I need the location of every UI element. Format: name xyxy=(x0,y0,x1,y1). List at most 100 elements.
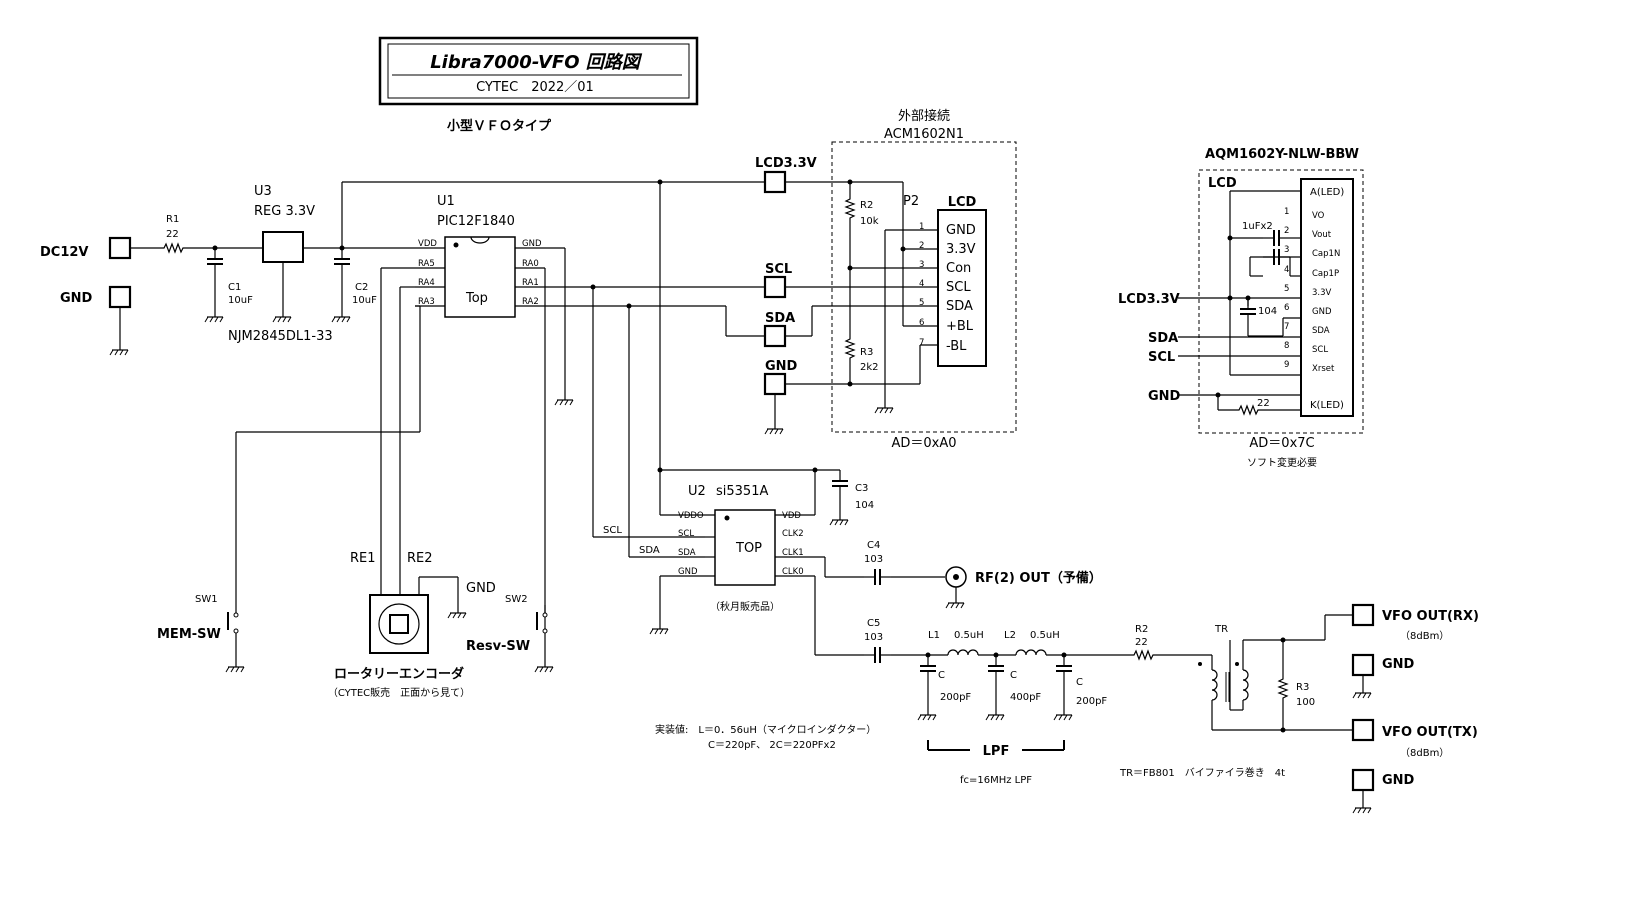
lcd1-ref: P2 xyxy=(903,194,919,209)
c2-capacitor-icon xyxy=(333,247,351,276)
ground-icon xyxy=(649,623,669,635)
u1-pin-vdd: VDD xyxy=(418,239,437,249)
l2-value: 0.5uH xyxy=(1030,630,1060,641)
gnd2-pad-connector-icon[interactable] xyxy=(1351,768,1375,792)
u1-part: PIC12F1840 xyxy=(437,214,515,229)
vfo-out-tx-level: （8dBm） xyxy=(1400,747,1449,759)
svg-text:Xrset: Xrset xyxy=(1312,364,1335,374)
u1-pin-ra5: RA5 xyxy=(418,259,435,269)
lpf-cap-a-ref: C xyxy=(938,670,945,681)
c5-capacitor-icon xyxy=(863,646,892,664)
svg-text:8: 8 xyxy=(1284,341,1289,351)
lpf-cap-b-ref: C xyxy=(1010,670,1017,681)
scl-pad-connector-icon[interactable] xyxy=(763,275,787,299)
out-r2-value: 22 xyxy=(1135,637,1148,648)
svg-text:A(LED): A(LED) xyxy=(1310,187,1344,198)
u2-scl-net: SCL xyxy=(603,525,622,536)
out-r3-ref: R3 xyxy=(1296,682,1309,693)
ground-icon xyxy=(272,311,292,323)
u2-top: TOP xyxy=(735,541,762,556)
lpf-cap-b-capacitor-icon xyxy=(987,654,1005,683)
l2-ref: L2 xyxy=(1004,630,1016,641)
svg-text:5: 5 xyxy=(1284,284,1289,294)
u2-pin-vdd: VDD xyxy=(782,511,801,521)
u1-pin-ra0: RA0 xyxy=(522,259,539,269)
sw2-switch-icon[interactable] xyxy=(536,605,548,662)
svg-text:3: 3 xyxy=(919,260,924,270)
sda-pad-connector-icon[interactable] xyxy=(763,324,787,348)
c1-capacitor-icon xyxy=(206,247,224,276)
transformer-icon xyxy=(1198,655,1249,730)
re2-ref: RE2 xyxy=(407,551,433,566)
ground-icon xyxy=(764,423,784,435)
u3-ref: U3 xyxy=(254,184,272,199)
sw1-ref: SW1 xyxy=(195,594,218,605)
u3-name: REG 3.3V xyxy=(254,204,315,219)
svg-text:5: 5 xyxy=(919,298,924,308)
u3-part: NJM2845DL1-33 xyxy=(228,329,333,344)
lcd1-r3-value: 2k2 xyxy=(860,362,879,373)
lpf-cap-c-ref: C xyxy=(1076,677,1083,688)
svg-text:2: 2 xyxy=(1284,226,1289,236)
u2-part: si5351A xyxy=(716,484,768,499)
gnd1-pad-connector-icon[interactable] xyxy=(1351,653,1375,677)
svg-text:3: 3 xyxy=(1284,245,1289,255)
re1-ref: RE1 xyxy=(350,551,376,566)
vfo-out-tx-pad-connector-icon[interactable] xyxy=(1351,718,1375,742)
svg-text:SDA: SDA xyxy=(946,299,973,314)
u1-ref: U1 xyxy=(437,194,455,209)
sw1-switch-icon[interactable] xyxy=(227,605,239,662)
svg-text:6: 6 xyxy=(1284,303,1289,313)
lcd1-address: AD＝0xA0 xyxy=(891,436,956,451)
tr-ref: TR xyxy=(1214,624,1228,635)
c4-value: 103 xyxy=(864,554,883,565)
svg-text:GND: GND xyxy=(1312,307,1332,317)
svg-text:7: 7 xyxy=(919,338,924,348)
svg-text:K(LED): K(LED) xyxy=(1310,400,1344,411)
tr-note: TR＝FB801 バイファイラ巻き 4t xyxy=(1119,767,1285,779)
lcd2-scl-label: SCL xyxy=(1148,350,1175,365)
c3-ref: C3 xyxy=(855,483,868,494)
u2-pin-clk0: CLK0 xyxy=(782,567,804,577)
ground-icon xyxy=(331,311,351,323)
lcd2-sda-label: SDA xyxy=(1148,331,1178,346)
ground-icon xyxy=(534,661,554,673)
rf-out-label: RF(2) OUT（予備） xyxy=(975,570,1102,586)
ground-icon xyxy=(1352,802,1372,814)
lcd2-cap-label: 1uFx2 xyxy=(1242,221,1273,232)
u2-pin-sda: SDA xyxy=(678,548,696,558)
c2-value: 10uF xyxy=(352,295,377,306)
ground-icon xyxy=(1053,709,1073,721)
lpf-label: LPF xyxy=(983,744,1010,759)
vfo-out-rx-pad-connector-icon[interactable] xyxy=(1351,603,1375,627)
lcd1-part: ACM1602N1 xyxy=(884,127,964,142)
ground-icon xyxy=(109,344,129,356)
svg-text:VO: VO xyxy=(1312,211,1325,221)
svg-text:Con: Con xyxy=(946,261,971,276)
input-gnd-pad-connector-icon[interactable] xyxy=(108,285,132,309)
u2-note: （秋月販売品） xyxy=(710,600,780,613)
ground-icon xyxy=(917,709,937,721)
ground-icon xyxy=(874,402,894,414)
lcd33-pad-connector-icon[interactable] xyxy=(763,170,787,194)
lcd33-label: LCD3.3V xyxy=(755,156,817,171)
u1-pin-ra2: RA2 xyxy=(522,297,539,307)
encoder-name: ロータリーエンコーダ xyxy=(334,666,464,682)
sw1-name: MEM-SW xyxy=(157,627,221,642)
svg-text:+BL: +BL xyxy=(946,319,974,334)
lpf-bracket xyxy=(927,740,1065,751)
lpf-fc: fc=16MHz LPF xyxy=(960,775,1032,786)
lcd1-r3-resistor-icon xyxy=(845,334,855,363)
out-gnd1-label: GND xyxy=(1382,657,1415,672)
u2-pin-clk2: CLK2 xyxy=(782,529,804,539)
dc12v-pad-connector-icon[interactable] xyxy=(108,236,132,260)
c2-ref: C2 xyxy=(355,282,368,293)
lcd2-part: AQM1602Y-NLW-BBW xyxy=(1205,147,1359,162)
sw2-name: Resv-SW xyxy=(466,639,530,654)
u1-pin-ra4: RA4 xyxy=(418,278,435,288)
lcd1-name: LCD xyxy=(948,195,977,210)
svg-text:9: 9 xyxy=(1284,360,1289,370)
c3-capacitor-icon xyxy=(831,469,849,498)
gnd-pad-connector-icon[interactable] xyxy=(763,372,787,396)
